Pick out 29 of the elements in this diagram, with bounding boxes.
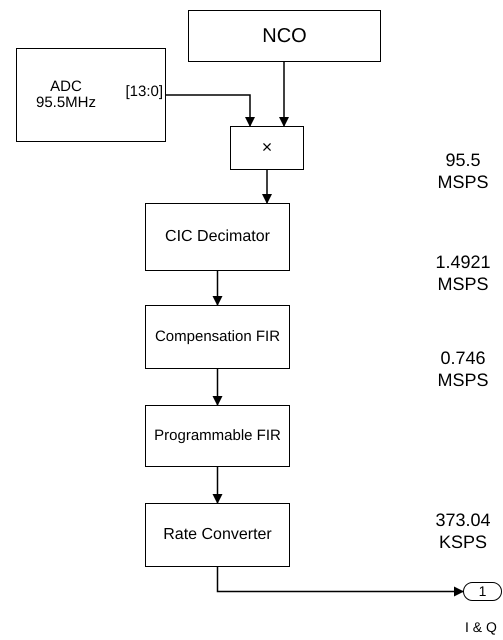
- block-label: Programmable FIR: [154, 428, 281, 444]
- adc-block: [16, 48, 166, 142]
- filter-block: [145, 405, 290, 467]
- block-label: Compensation FIR: [154, 328, 280, 346]
- filter-block: [145, 305, 290, 369]
- sample-rate-label: 373.04 KSPS: [434, 510, 492, 554]
- block-label: ADC 95.5MHz: [34, 78, 98, 112]
- sample-rate-label: 1.4921 MSPS: [434, 252, 492, 296]
- arrow: [212, 369, 222, 406]
- block-label: NCO: [262, 25, 307, 47]
- rate-converter-block: [145, 503, 290, 567]
- arrow: [166, 94, 255, 127]
- sample-rate-label: 0.746 MSPS: [436, 348, 490, 392]
- block-label: Rate Converter: [163, 526, 272, 544]
- arrow: [212, 467, 222, 504]
- output-port: [463, 582, 502, 601]
- port-label: [13:0]: [125, 83, 163, 100]
- nco-block: [188, 10, 381, 62]
- decimator-block: [145, 203, 290, 271]
- block-label: ×: [262, 138, 272, 158]
- block-label: CIC Decimator: [165, 228, 270, 246]
- arrow: [216, 567, 464, 596]
- arrow: [212, 271, 222, 306]
- arrow: [262, 170, 272, 204]
- arrow: [279, 62, 289, 127]
- sample-rate-label: 95.5 MSPS: [436, 150, 490, 194]
- mixer-block: [230, 126, 304, 170]
- port-name: I & Q: [465, 619, 497, 635]
- block-label: 1: [478, 584, 486, 600]
